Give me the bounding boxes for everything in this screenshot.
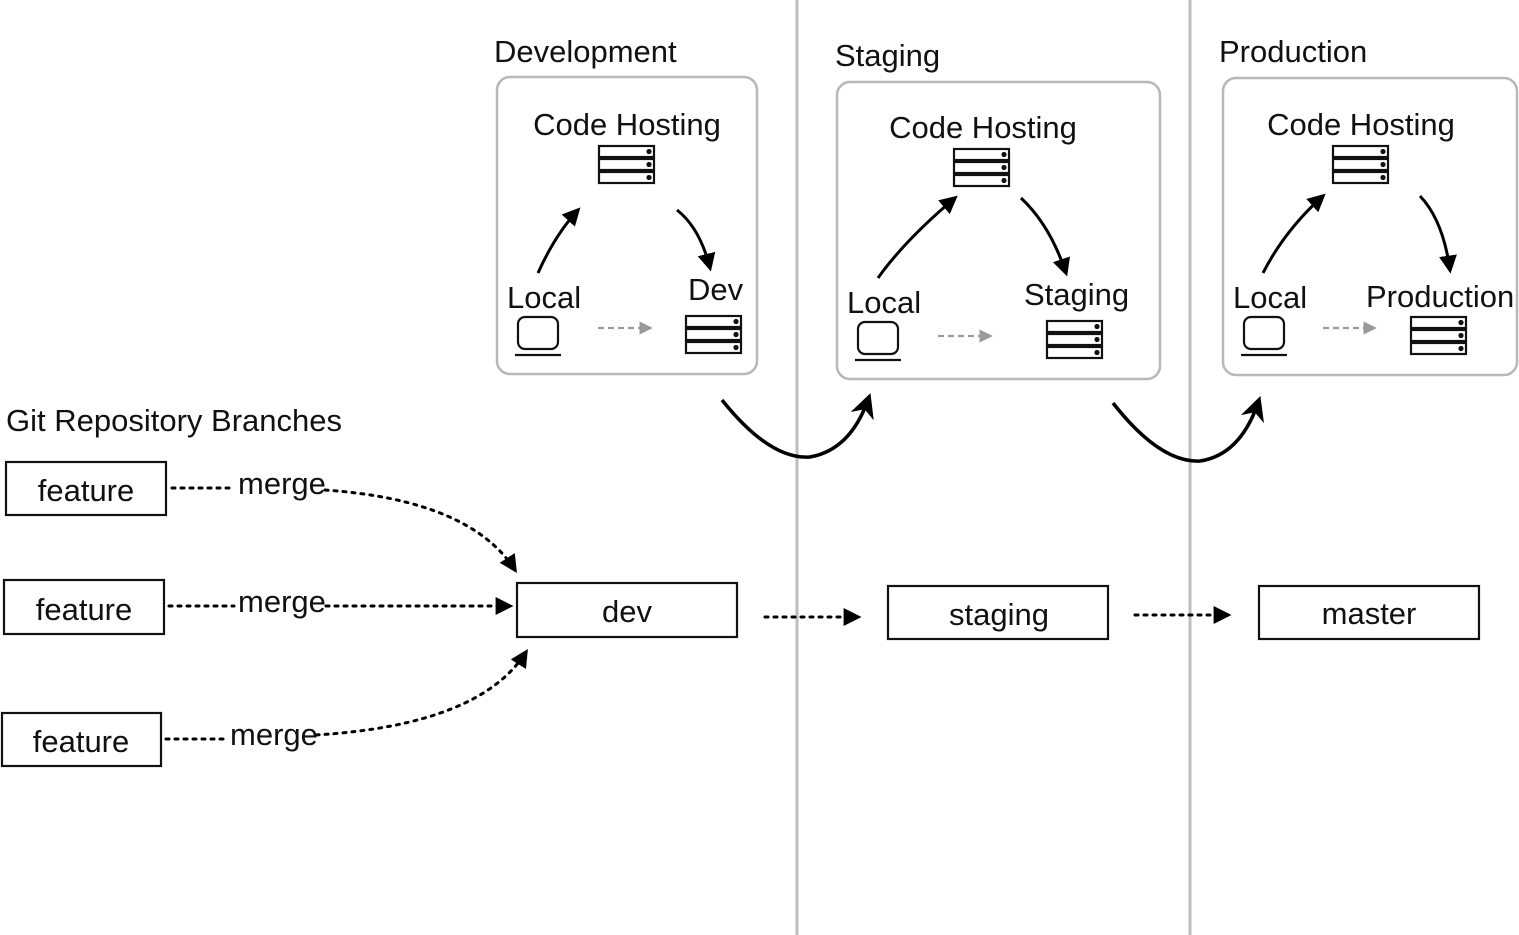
server-icon [684,314,743,355]
code-hosting-label: Code Hosting [889,110,1077,145]
local-label: Local [507,280,581,315]
branch-dev: dev [515,581,739,639]
server-icon [597,144,656,185]
env-staging: Staging Code Hosting Local Staging [835,38,1162,381]
branch-box [886,584,1110,641]
target-label: Production [1366,279,1514,314]
arrow-icon [536,207,581,274]
promote-arrow-icon [720,393,874,459]
code-hosting-label: Code Hosting [533,107,721,142]
repo-title: Git Repository Branches [6,403,342,438]
env-title: Production [1219,34,1367,69]
env-production: Production Code Hosting Local Production [1219,34,1519,377]
promote-arrow-icon [1111,396,1264,463]
target-label: Staging [1024,277,1129,312]
arrow-icon [876,195,958,279]
server-icon [1409,315,1468,356]
merge-label: merge [238,584,326,619]
env-box [835,80,1162,381]
laptop-icon [513,315,563,357]
code-hosting-label: Code Hosting [1267,107,1455,142]
merge-label: merge [238,466,326,501]
branch-label: feature [33,724,130,759]
branch-box [0,711,163,768]
branch-label: feature [36,592,133,627]
arrow-icon [1418,194,1457,274]
branch-label: master [1322,596,1417,631]
laptop-icon [853,320,903,362]
target-label: Dev [688,272,744,307]
branch-master: master [1257,584,1481,641]
branch-box [515,581,739,639]
local-label: Local [1233,280,1307,315]
branch-label: feature [38,473,135,508]
env-title: Staging [835,38,940,73]
env-development: Development Code Hosting Local Dev [494,34,759,376]
laptop-icon [1239,315,1289,357]
env-box [1221,76,1519,377]
arrow-icon [1261,193,1326,274]
branch-label: staging [949,597,1049,632]
merge-connector [314,648,528,737]
server-icon [1045,319,1104,360]
branch-box [1257,584,1481,641]
feature-branch: feature [0,711,163,768]
arrow-icon [676,208,716,272]
server-icon [952,147,1011,188]
merge-label: merge [230,717,318,752]
branch-box [4,460,168,517]
env-title: Development [494,34,677,69]
branch-staging: staging [886,584,1110,641]
merge-connector [323,488,517,574]
arrow-icon [1019,196,1070,277]
server-icon [1331,144,1390,185]
branch-label: dev [602,594,652,629]
local-label: Local [847,285,921,320]
feature-branch: feature [4,460,168,517]
env-box [495,75,759,376]
branch-box [2,578,166,636]
feature-branch: feature [2,578,166,636]
